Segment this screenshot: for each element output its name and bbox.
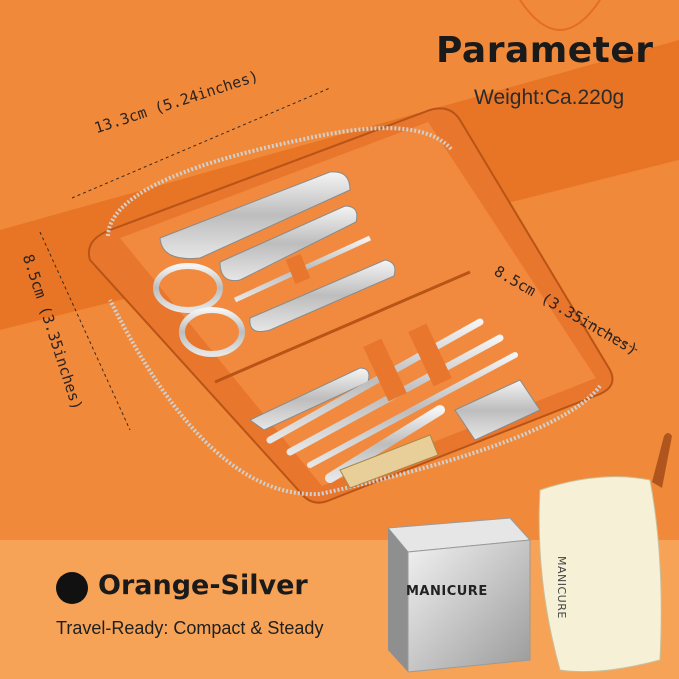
case-fold [214, 270, 471, 384]
background-arc [519, 0, 601, 31]
zipper [106, 126, 602, 497]
page-title: Parameter [436, 30, 654, 71]
tools-group [249, 318, 541, 489]
color-name: Orange-Silver [98, 570, 308, 601]
tagline: Travel-Ready: Compact & Steady [56, 618, 324, 638]
clippers-group [153, 171, 396, 357]
product-box [386, 517, 532, 673]
weight-label: Weight:Ca.220g [474, 86, 625, 109]
color-swatch-dot [56, 572, 88, 604]
product-pouch [538, 433, 672, 673]
pouch-label: MANICURE [555, 556, 568, 619]
box-label: MANICURE [406, 584, 488, 599]
dimension-lines [39, 87, 641, 431]
